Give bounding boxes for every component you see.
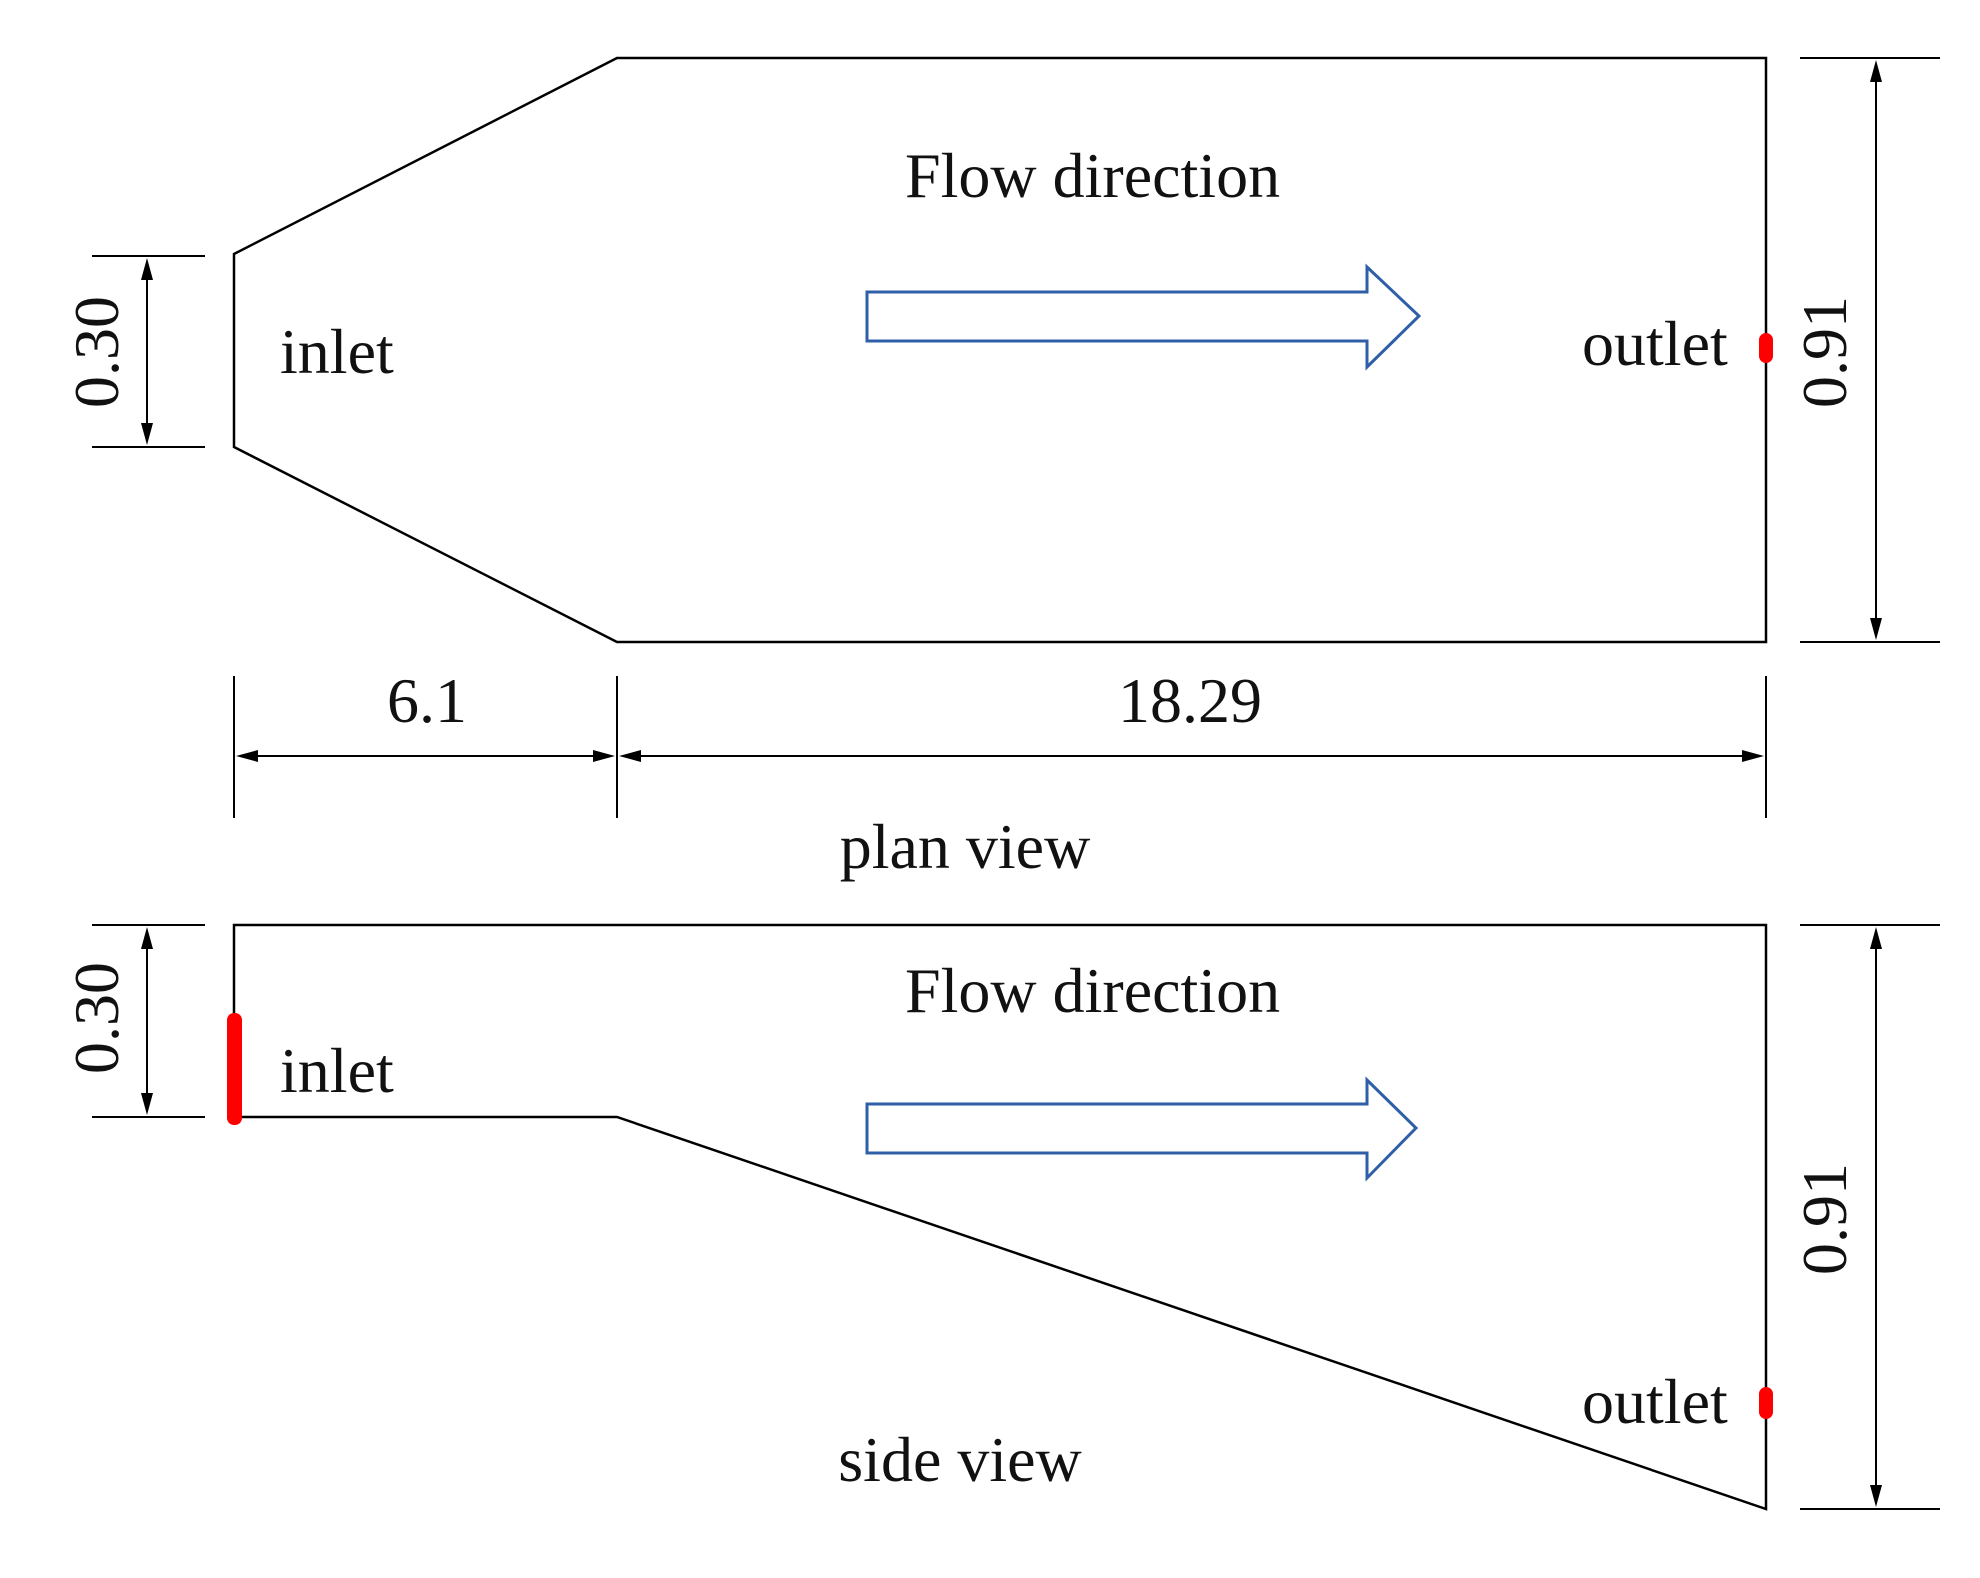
side-flow-arrow bbox=[865, 1076, 1419, 1182]
side-outlet-height-value: 0.91 bbox=[1789, 1163, 1860, 1275]
plan-length-dimensions: 6.1 18.29 bbox=[233, 665, 1767, 818]
plan-view-title: plan view bbox=[840, 811, 1091, 882]
plan-flow-label: Flow direction bbox=[905, 140, 1280, 211]
plan-transition-length-value: 6.1 bbox=[387, 665, 467, 736]
side-inlet-height-dimension: 0.30 bbox=[61, 924, 205, 1118]
side-outlet-label: outlet bbox=[1582, 1366, 1728, 1437]
plan-view: Flow direction inlet outlet 0.30 0.91 bbox=[61, 56, 1940, 882]
plan-channel-length-value: 18.29 bbox=[1118, 665, 1262, 736]
side-inlet-marker bbox=[227, 1013, 242, 1125]
plan-flow-arrow bbox=[865, 263, 1422, 371]
plan-inlet-width-dimension: 0.30 bbox=[61, 255, 205, 448]
side-flow-label: Flow direction bbox=[905, 955, 1280, 1026]
side-inlet-height-value: 0.30 bbox=[61, 962, 132, 1074]
side-outlet-height-dimension: 0.91 bbox=[1789, 924, 1940, 1510]
side-view-title: side view bbox=[838, 1424, 1082, 1495]
plan-outlet-label: outlet bbox=[1582, 308, 1728, 379]
plan-outlet-width-dimension: 0.91 bbox=[1789, 57, 1940, 643]
plan-inlet-label: inlet bbox=[280, 316, 394, 387]
side-inlet-label: inlet bbox=[280, 1035, 394, 1106]
plan-outlet-width-value: 0.91 bbox=[1789, 296, 1860, 408]
side-outlet-marker bbox=[1759, 1387, 1773, 1419]
side-view: Flow direction inlet outlet 0.30 0.91 si… bbox=[61, 923, 1940, 1511]
plan-view-outline bbox=[232, 56, 1768, 644]
plan-outlet-marker bbox=[1759, 333, 1773, 363]
plan-inlet-width-value: 0.30 bbox=[61, 296, 132, 408]
